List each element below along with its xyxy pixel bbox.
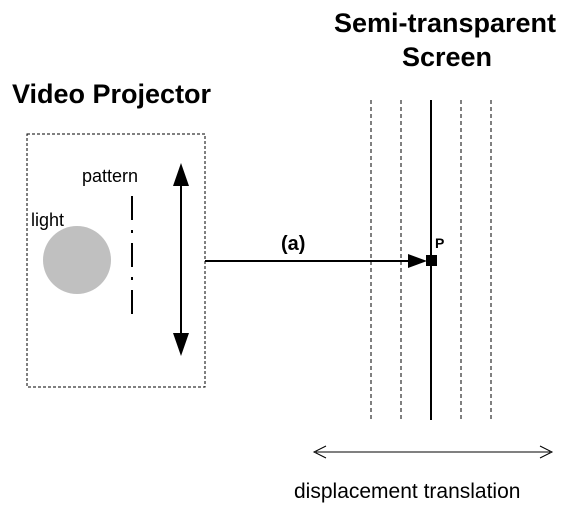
pattern-label: pattern xyxy=(82,166,138,186)
lens-arrow-bottom-head xyxy=(173,333,189,356)
displacement-caption: displacement translation xyxy=(294,480,520,503)
displacement-arrow-right-head xyxy=(539,445,554,459)
ray-a-label: (a) xyxy=(281,233,305,255)
light-source-circle xyxy=(43,226,111,294)
point-p-label: P xyxy=(435,235,444,251)
projector-box xyxy=(26,133,206,388)
screen-title-line1: Semi-transparent xyxy=(334,8,556,38)
lens-arrow-top-head xyxy=(173,163,189,186)
displacement-arrow-left-head xyxy=(312,445,327,459)
screen-title-line2: Screen xyxy=(402,42,492,72)
projector-title: Video Projector xyxy=(12,79,212,109)
ray-a-arrowhead xyxy=(408,254,427,268)
light-label: light xyxy=(31,210,64,230)
point-p-marker xyxy=(426,255,437,266)
